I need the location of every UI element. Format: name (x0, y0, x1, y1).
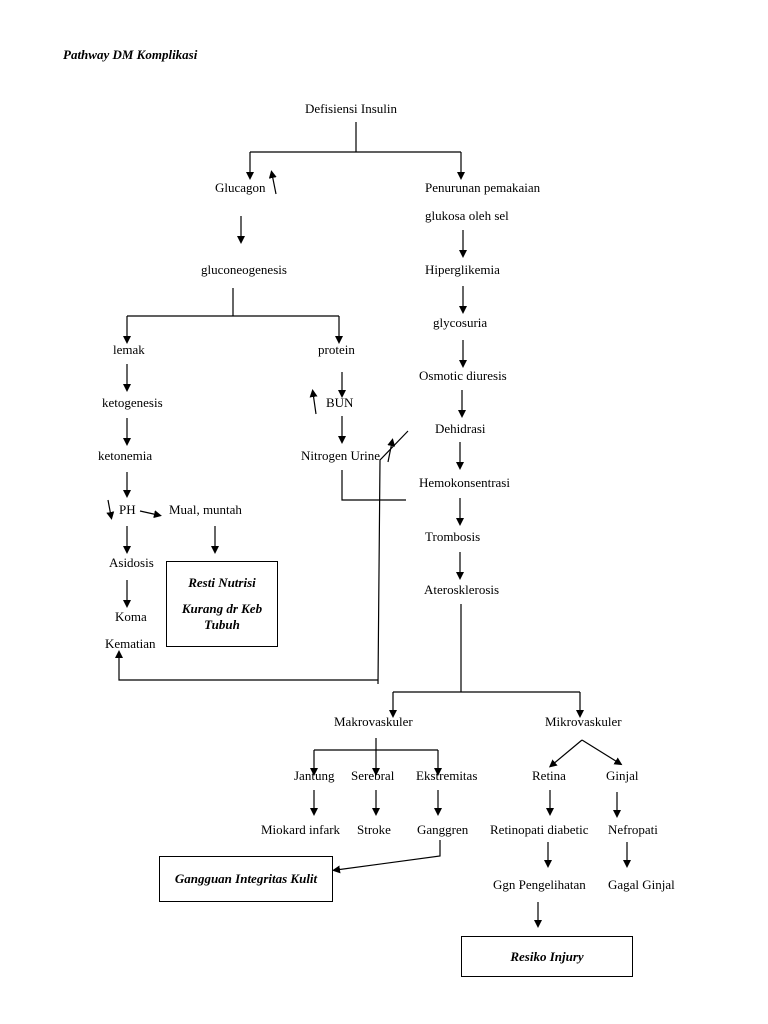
node-nefropati: Nefropati (608, 822, 658, 837)
connector-defisiensi-split (250, 122, 461, 153)
connector-gluconeogenesis-split (127, 288, 339, 317)
node-kematian: Kematian (105, 636, 156, 651)
box-gangguan-integritas-kulit: Gangguan Integritas Kulit (159, 856, 333, 902)
node-bun: BUN (326, 395, 354, 410)
node-ph: PH (119, 502, 136, 517)
node-jantung: Jantung (294, 768, 335, 783)
node-koma: Koma (115, 609, 147, 624)
arrow-bun-up (309, 389, 318, 415)
arrow-to-ginjal (581, 739, 623, 766)
node-trombosis: Trombosis (425, 529, 481, 544)
connector-makro-split (314, 738, 438, 751)
node-defisiensi-insulin: Defisiensi Insulin (304, 101, 398, 116)
arrow-to-retina (548, 739, 583, 768)
node-penurunan-line2: glukosa oleh sel (425, 208, 509, 223)
resiko-injury-text: Resiko Injury (510, 948, 584, 964)
node-gluconeogenesis: gluconeogenesis (201, 262, 287, 277)
node-serebral: Serebral (351, 768, 395, 783)
node-mual-muntah: Mual, muntah (169, 502, 242, 517)
node-hiperglikemia: Hiperglikemia (425, 262, 500, 277)
node-gagal-ginjal: Gagal Ginjal (608, 877, 675, 892)
node-stroke: Stroke (357, 822, 391, 837)
box-resti-nutrisi: Resti Nutrisi Kurang dr Keb Tubuh (166, 561, 278, 647)
arrow-glucagon-up (268, 170, 277, 195)
gangguan-integritas-kulit-text: Gangguan Integritas Kulit (174, 871, 318, 886)
connector-aterosklerosis-split (393, 604, 580, 693)
node-ketonemia: ketonemia (98, 448, 153, 463)
node-miokard-infark: Miokard infark (261, 822, 341, 837)
arrow-to-kematian (115, 650, 378, 681)
node-glycosuria: glycosuria (433, 315, 488, 330)
node-aterosklerosis: Aterosklerosis (424, 582, 500, 597)
node-protein: protein (318, 342, 355, 357)
connector-nitrogen-join (341, 470, 406, 501)
box-resiko-injury: Resiko Injury (461, 936, 633, 977)
resti-nutrisi-line3: Tubuh (204, 617, 240, 632)
node-ganggren: Ganggren (417, 822, 469, 837)
node-hemokonsentrasi: Hemokonsentrasi (419, 475, 510, 490)
node-retina: Retina (532, 768, 566, 783)
arrow-ph-to-mual (139, 510, 162, 519)
diagram-title: Pathway DM Komplikasi (63, 47, 198, 62)
node-ginjal: Ginjal (606, 768, 639, 783)
node-penurunan-line1: Penurunan pemakaian (425, 180, 541, 195)
resti-nutrisi-line1: Resti Nutrisi (188, 575, 256, 590)
resti-nutrisi-line2: Kurang dr Keb (181, 601, 263, 616)
node-retinopati-diabetic: Retinopati diabetic (490, 822, 589, 837)
arrow-ganggren-to-gangguan (332, 840, 441, 874)
node-lemak: lemak (113, 342, 145, 357)
connector-dehidrasi-line (377, 430, 409, 685)
node-ggn-pengelihatan: Ggn Pengelihatan (493, 877, 586, 892)
node-mikrovaskuler: Mikrovaskuler (545, 714, 622, 729)
node-ekstremitas: Ekstremitas (416, 768, 478, 783)
node-glucagon: Glucagon (215, 180, 266, 195)
arrow-ph-down (106, 499, 115, 520)
node-osmotic-diuresis: Osmotic diuresis (419, 368, 507, 383)
node-ketogenesis: ketogenesis (102, 395, 163, 410)
node-nitrogen-urine: Nitrogen Urine (301, 448, 381, 463)
node-dehidrasi: Dehidrasi (435, 421, 486, 436)
node-makrovaskuler: Makrovaskuler (334, 714, 413, 729)
node-asidosis: Asidosis (109, 555, 154, 570)
arrow-nitrogen-up (387, 438, 396, 463)
